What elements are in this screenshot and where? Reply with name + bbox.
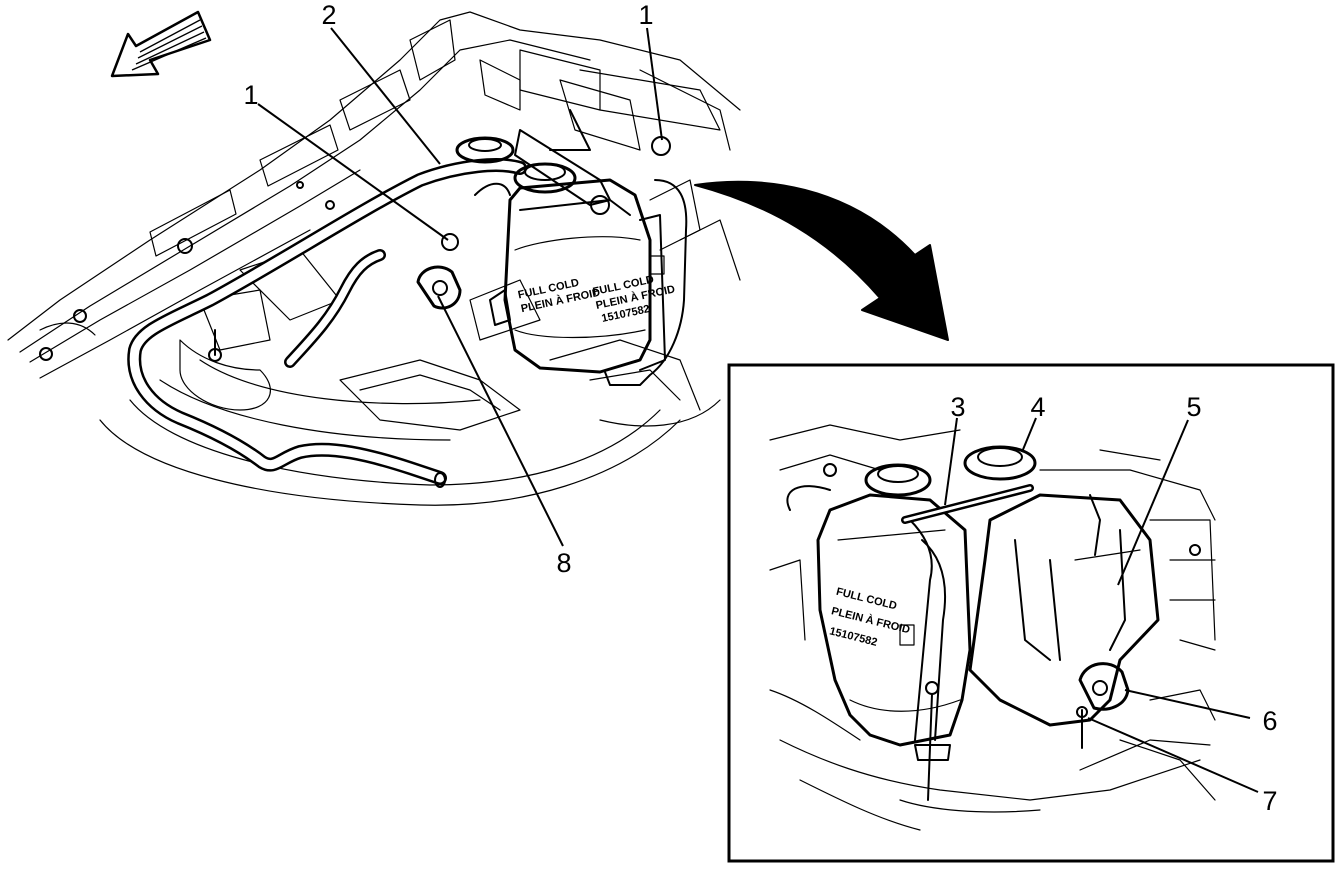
direction-arrow-icon (110, 10, 212, 78)
coolant-reservoir (503, 178, 688, 386)
reservoir-cap (513, 162, 577, 194)
coolant-reservoir-detail (816, 493, 972, 747)
detail-inset: FULL COLD PLEIN À FROID 15107582 (727, 363, 1335, 863)
callout-4: 4 (1030, 392, 1045, 422)
reservoir-decal: FULL COLD PLEIN À FROID FULL COLD (517, 277, 601, 315)
washer-reservoir (968, 493, 1160, 727)
level-sensor (416, 265, 462, 310)
main-view: FULL COLD PLEIN À FROID FULL COLD FULL C… (7, 11, 741, 506)
callouts: 1 2 1 8 3 4 5 6 7 (243, 0, 1277, 816)
callout-8: 8 (556, 548, 571, 578)
callout-6: 6 (1262, 706, 1277, 736)
retaining-strap (901, 484, 1034, 524)
callout-5: 5 (1186, 392, 1201, 422)
callout-1-right: 1 (638, 0, 653, 30)
callout-3: 3 (950, 392, 965, 422)
callout-2: 2 (321, 0, 336, 30)
callout-7: 7 (1262, 786, 1277, 816)
flow-arrow-icon (694, 180, 949, 341)
callout-1-left: 1 (243, 80, 258, 110)
leader-lines (257, 27, 1259, 793)
